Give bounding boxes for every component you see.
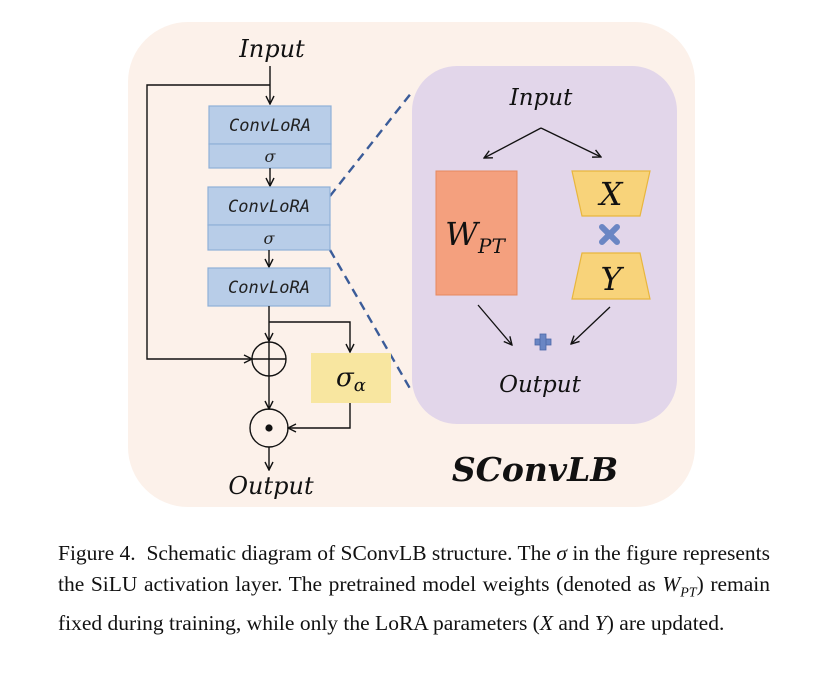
wpt-block: WPT <box>435 170 518 296</box>
zoom-output-label: Output <box>499 372 581 398</box>
x-matrix-block: X <box>571 170 651 217</box>
caption-wpt-sub: PT <box>680 585 697 601</box>
caption-x: X <box>539 611 553 636</box>
zoom-connector-bottom <box>328 249 414 393</box>
zoom-input-label: Input <box>509 85 573 111</box>
figure-label: Figure 4. <box>58 541 136 565</box>
convlora-block-3: ConvLoRA <box>207 267 331 307</box>
left-input-label: Input <box>238 35 305 63</box>
sum-plus-icon <box>534 333 552 351</box>
y-matrix-block: Y <box>571 252 651 300</box>
caption-y: Y <box>594 611 607 636</box>
figure-caption: Figure 4. Schematic diagram of SConvLB s… <box>58 541 771 636</box>
activation-label-2: σ <box>264 229 276 248</box>
sigma-alpha-sub: α <box>354 375 366 396</box>
zoom-panel <box>412 66 677 424</box>
lora-multiply-icon <box>599 224 620 245</box>
svg-text:WPT: WPT <box>445 215 506 258</box>
caption-wpt-base: W <box>662 572 681 596</box>
caption-sigma: σ <box>556 541 567 565</box>
zoom-connector-top <box>329 91 413 197</box>
convlora-label-2: ConvLoRA <box>228 197 310 217</box>
convlora-label-1: ConvLoRA <box>229 116 311 136</box>
convlora-block-2: ConvLoRA σ <box>207 186 331 251</box>
skip-connection <box>146 84 270 359</box>
sigma-alpha-block: σα <box>311 353 391 403</box>
convlora-block-1: ConvLoRA σ <box>208 105 332 169</box>
wpt-base: W <box>445 215 481 253</box>
y-label: Y <box>600 260 624 298</box>
activation-label-1: σ <box>265 147 277 166</box>
module-name: SConvLB <box>452 450 618 489</box>
x-label: X <box>597 175 624 213</box>
left-output-label: Output <box>228 472 314 500</box>
add-operator <box>251 341 287 377</box>
sigma-alpha-base: σ <box>336 363 355 393</box>
convlora-label-3: ConvLoRA <box>228 278 310 298</box>
sconvlb-diagram: Input ConvLoRA σ ConvLoRA σ ConvLoRA σα <box>128 22 695 507</box>
wpt-sub: PT <box>477 234 506 258</box>
svg-text:σα: σα <box>336 363 366 396</box>
